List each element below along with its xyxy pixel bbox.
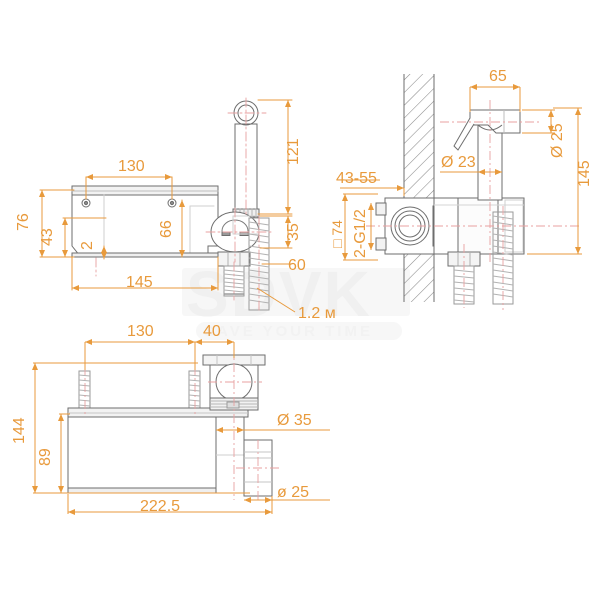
dim-2: 2 bbox=[79, 241, 96, 250]
stud-left bbox=[78, 370, 91, 410]
dimension-lines-side bbox=[39, 99, 293, 291]
dimension-lines-front bbox=[32, 339, 330, 515]
wall-section bbox=[403, 74, 435, 302]
watermark-sub-text: SAVE YOUR TIME bbox=[204, 323, 373, 340]
inlet-lug-top bbox=[375, 202, 387, 216]
valve-mark-left bbox=[221, 231, 231, 236]
dim-121: 121 bbox=[285, 138, 302, 165]
dim-130-side: 130 bbox=[118, 158, 145, 175]
valve-label-plate bbox=[226, 401, 240, 409]
trigger-lever bbox=[453, 117, 475, 151]
dim-222-5: 222.5 bbox=[140, 498, 180, 515]
dim-dia-25-front: ø 25 bbox=[277, 484, 309, 501]
inlet-lug-bottom bbox=[375, 237, 387, 251]
watermark-sub-plate bbox=[196, 322, 402, 340]
dim-dia-35: Ø 35 bbox=[277, 412, 312, 429]
dim-144: 144 bbox=[11, 417, 28, 444]
dim-35-side: 35 bbox=[285, 223, 302, 241]
centerlines-side bbox=[95, 97, 273, 313]
dim-43-55: 43-55 bbox=[336, 170, 377, 187]
stud-right bbox=[188, 370, 201, 410]
dim-76: 76 bbox=[15, 213, 32, 231]
dim-145: 145 bbox=[126, 274, 153, 291]
dim-40: 40 bbox=[203, 323, 221, 340]
dim-dia-25-section: Ø 25 bbox=[549, 123, 566, 158]
dim-60: 60 bbox=[288, 257, 306, 274]
dim-65: 65 bbox=[489, 68, 507, 85]
watermark-main-text: SDVK bbox=[186, 258, 372, 330]
dimension-lines-section bbox=[340, 84, 582, 261]
centerlines-section bbox=[366, 100, 580, 310]
hose-length-callout: 1.2 м bbox=[256, 287, 336, 322]
front-body-box bbox=[67, 416, 217, 493]
dim-130-front: 130 bbox=[127, 323, 154, 340]
dim-66: 66 bbox=[158, 220, 175, 238]
front-bottom-plate bbox=[67, 487, 219, 494]
watermark: SDVK SAVE YOUR TIME bbox=[182, 258, 410, 340]
dim-43: 43 bbox=[39, 228, 56, 246]
centerlines-front bbox=[84, 346, 282, 500]
callout-1-2-m: 1.2 м bbox=[298, 305, 336, 322]
dim-89: 89 bbox=[37, 448, 54, 466]
dim-2-g12: 2-G1/2 bbox=[352, 209, 369, 258]
side-view: 130 145 76 43 2 66 121 35 60 bbox=[15, 97, 306, 313]
dim-square-74: □ 74 bbox=[329, 220, 345, 248]
section-view: 65 43-55 Ø 23 Ø 25 145 2-G1/2 □ 74 bbox=[329, 68, 593, 310]
dim-dia-23: Ø 23 bbox=[441, 154, 476, 171]
bottom-flange bbox=[71, 252, 221, 258]
dim-145-section: 145 bbox=[576, 160, 593, 187]
front-view: 130 40 144 89 222.5 Ø 35 ø 25 bbox=[11, 323, 330, 515]
